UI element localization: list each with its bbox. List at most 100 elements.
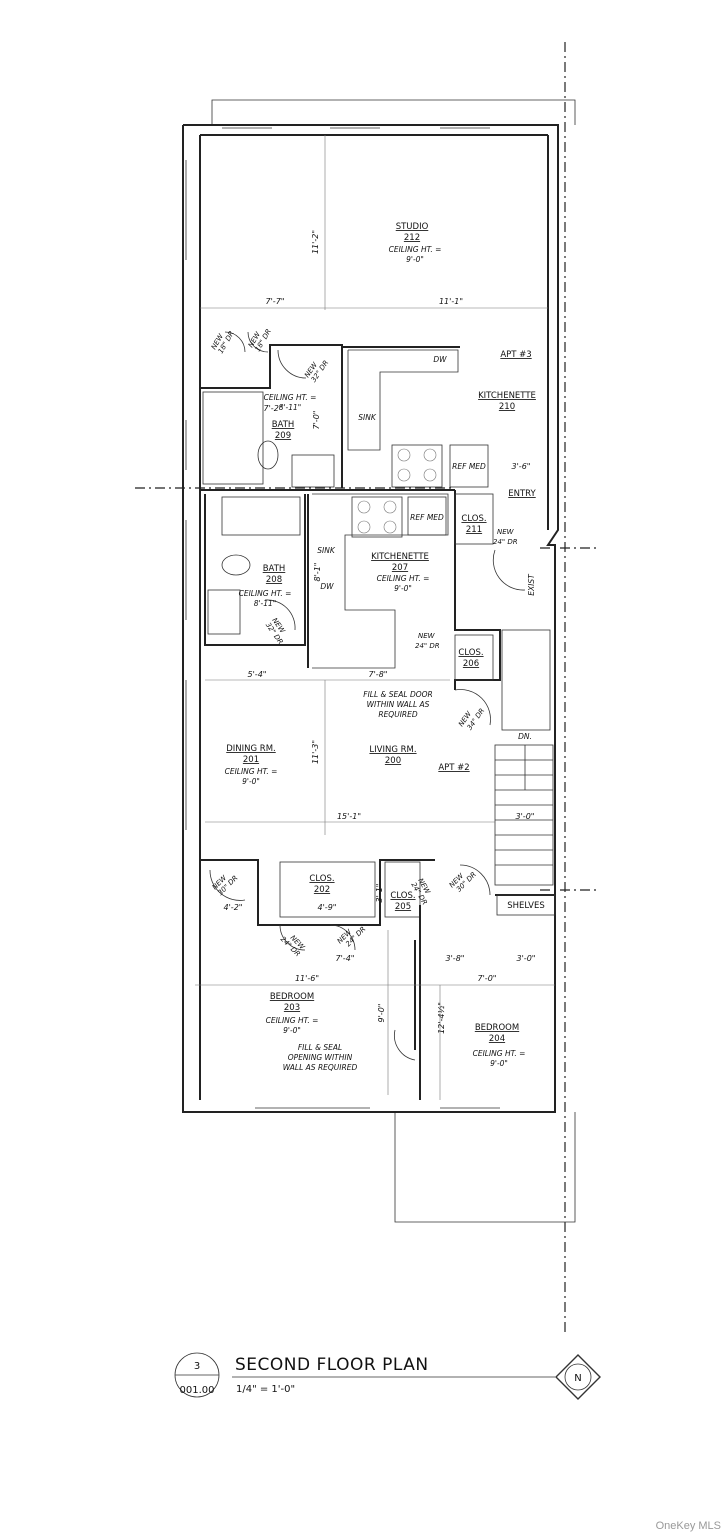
room-label-bath-209: CEILING HT. = 8'-11" BATH 209 bbox=[264, 393, 317, 441]
counter-210 bbox=[347, 349, 459, 451]
clos-205 bbox=[384, 861, 421, 918]
counter-207 bbox=[312, 493, 449, 669]
door-swing bbox=[492, 549, 526, 591]
stair-landing bbox=[501, 629, 551, 731]
svg-text:CEILING HT. =: CEILING HT. = bbox=[266, 1016, 319, 1025]
door-swing bbox=[264, 599, 296, 631]
room-label-living: LIVING RM. 200 bbox=[369, 745, 416, 766]
svg-text:24" DR: 24" DR bbox=[493, 538, 518, 546]
room-label-kitchenette-210: KITCHENETTE 210 bbox=[478, 391, 536, 412]
svg-text:FILL & SEAL: FILL & SEAL bbox=[298, 1043, 342, 1052]
bath209-wall bbox=[199, 330, 343, 488]
apt2-label: APT #2 bbox=[438, 763, 469, 773]
svg-text:8'-11": 8'-11" bbox=[254, 599, 277, 608]
svg-text:212: 212 bbox=[404, 233, 420, 243]
dim-text: 11'-3" bbox=[311, 740, 320, 764]
svg-text:205: 205 bbox=[395, 902, 411, 912]
door-swing bbox=[329, 924, 356, 951]
title-block: 3 001.00 SECOND FLOOR PLAN 1/4" = 1'-0" … bbox=[174, 1352, 601, 1400]
svg-text:WALL AS REQUIRED: WALL AS REQUIRED bbox=[283, 1063, 358, 1072]
clos-211 bbox=[454, 493, 494, 545]
svg-text:CEILING HT. =: CEILING HT. = bbox=[473, 1049, 526, 1058]
plan-title: SECOND FLOOR PLAN bbox=[235, 1355, 429, 1375]
exterior-wall bbox=[182, 124, 559, 1113]
dim-text: 11'-1" bbox=[439, 297, 463, 306]
shelves-label: SHELVES bbox=[507, 901, 545, 911]
shower-209 bbox=[202, 391, 264, 485]
svg-text:BEDROOM: BEDROOM bbox=[475, 1023, 519, 1033]
dw-210-label: DW bbox=[433, 355, 447, 364]
sink-210-label: SINK bbox=[358, 413, 377, 422]
svg-text:REQUIRED: REQUIRED bbox=[378, 710, 418, 719]
door-swing bbox=[209, 869, 246, 901]
svg-text:24" DR: 24" DR bbox=[415, 642, 440, 650]
room-label-clos-202: CLOS. 202 bbox=[309, 874, 334, 895]
door-swing bbox=[394, 1029, 416, 1061]
note-fill-opening: FILL & SEAL OPENING WITHIN WALL AS REQUI… bbox=[283, 1043, 358, 1072]
door-swing bbox=[279, 924, 306, 951]
svg-text:CEILING HT. =: CEILING HT. = bbox=[225, 767, 278, 776]
svg-text:WITHIN WALL AS: WITHIN WALL AS bbox=[367, 700, 430, 709]
burner bbox=[357, 520, 371, 534]
room-label-studio: STUDIO 212 CEILING HT. = 9'-0" bbox=[389, 222, 442, 264]
dim-text: 3'-8" bbox=[446, 954, 465, 963]
svg-text:9'-0": 9'-0" bbox=[406, 255, 424, 264]
ref-210 bbox=[449, 444, 489, 488]
svg-text:8'-11": 8'-11" bbox=[279, 403, 302, 412]
door-swing bbox=[247, 331, 269, 353]
clos-202 bbox=[279, 861, 376, 918]
svg-text:KITCHENETTE: KITCHENETTE bbox=[478, 391, 536, 401]
svg-text:206: 206 bbox=[463, 659, 479, 669]
toilet-209 bbox=[257, 440, 279, 470]
door-label: NEW 24" DR bbox=[415, 632, 440, 650]
svg-text:9'-0": 9'-0" bbox=[283, 1026, 301, 1035]
tub-208 bbox=[221, 496, 301, 536]
dim-text: 3'-0" bbox=[516, 812, 535, 821]
room-label-dining: DINING RM. 201 CEILING HT. = 9'-0" bbox=[225, 744, 278, 786]
door-swing bbox=[277, 349, 307, 379]
svg-text:OPENING WITHIN: OPENING WITHIN bbox=[288, 1053, 353, 1062]
room-label-bedroom-204: BEDROOM 204 CEILING HT. = 9'-0" bbox=[473, 1023, 526, 1068]
dim-text: 11'-6" bbox=[295, 974, 319, 983]
svg-text:CEILING HT. =: CEILING HT. = bbox=[264, 393, 317, 402]
svg-text:CEILING HT. =: CEILING HT. = bbox=[377, 574, 430, 583]
apt3-label: APT #3 bbox=[500, 350, 531, 360]
svg-text:202: 202 bbox=[314, 885, 330, 895]
svg-text:STUDIO: STUDIO bbox=[396, 222, 429, 232]
dim-text: 12'-4½" bbox=[437, 1002, 446, 1034]
dim-text: 3'-1" bbox=[375, 884, 384, 903]
stairs bbox=[494, 744, 554, 886]
ref-207-label: REF MED bbox=[410, 513, 444, 522]
detail-number: 3 bbox=[194, 1361, 200, 1372]
ref-207 bbox=[407, 496, 447, 536]
dim-text: 4'-2" bbox=[224, 903, 243, 912]
svg-text:CLOS.: CLOS. bbox=[461, 514, 486, 524]
dim-text: 15'-1" bbox=[337, 812, 361, 821]
living-bottom-wall bbox=[199, 835, 435, 926]
plan-scale: 1/4" = 1'-0" bbox=[236, 1384, 295, 1395]
clos-206 bbox=[454, 634, 494, 681]
svg-text:NEW: NEW bbox=[418, 632, 436, 640]
dim-text: 11'-2" bbox=[311, 230, 320, 254]
entry-wall bbox=[454, 490, 501, 690]
note-fill-door: FILL & SEAL DOOR WITHIN WALL AS REQUIRED bbox=[363, 690, 433, 719]
svg-text:210: 210 bbox=[499, 402, 515, 412]
door-swing bbox=[224, 331, 246, 353]
dim-text: 4'-9" bbox=[318, 903, 337, 912]
svg-text:211: 211 bbox=[466, 525, 482, 535]
door-label: NEW 32" DR bbox=[264, 617, 287, 646]
svg-text:208: 208 bbox=[266, 575, 282, 585]
svg-text:207: 207 bbox=[392, 563, 408, 573]
door-label: NEW 30" DR bbox=[211, 873, 240, 897]
dim-text: 7'-4" bbox=[336, 954, 355, 963]
svg-text:CLOS.: CLOS. bbox=[458, 648, 483, 658]
vanity-209 bbox=[291, 454, 335, 488]
svg-text:KITCHENETTE: KITCHENETTE bbox=[371, 552, 429, 562]
dw-207-label: DW bbox=[320, 582, 334, 591]
svg-text:203: 203 bbox=[284, 1003, 300, 1013]
sink-207-label: SINK bbox=[317, 546, 336, 555]
svg-text:CLOS.: CLOS. bbox=[309, 874, 334, 884]
svg-text:DINING RM.: DINING RM. bbox=[226, 744, 276, 754]
rear-yard-outline bbox=[394, 1112, 576, 1223]
